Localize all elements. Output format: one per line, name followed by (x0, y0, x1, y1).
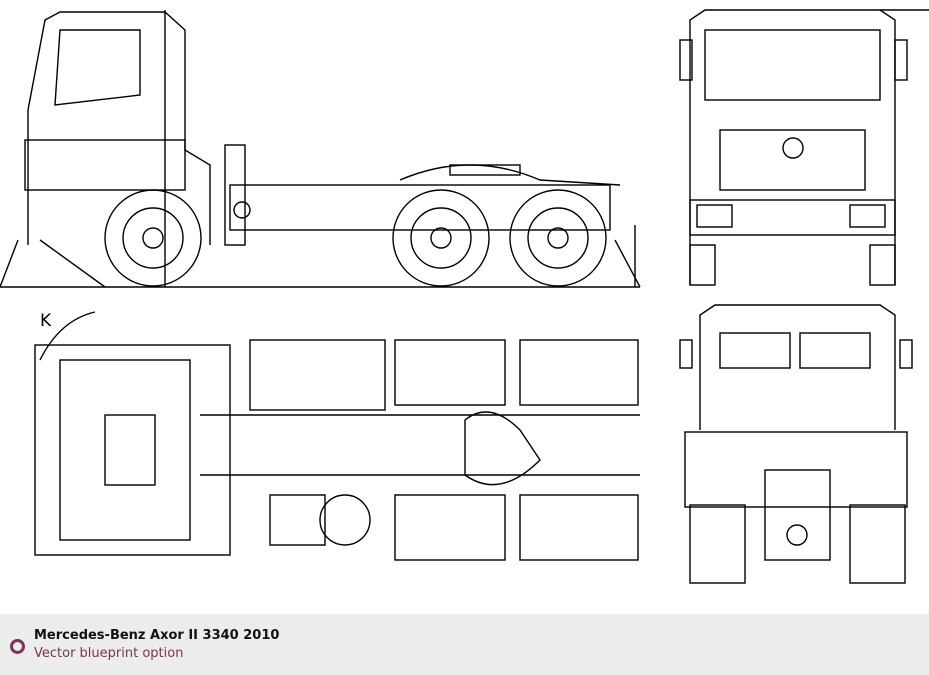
wheel (509, 189, 607, 287)
caption-bar: Mercedes-Benz Axor II 3340 2010 Vector b… (0, 614, 929, 675)
wheel (392, 189, 490, 287)
side-view (0, 10, 641, 288)
front-view (679, 9, 929, 286)
dimension-label-k: K (40, 311, 52, 331)
bullet-ring-icon (10, 639, 25, 654)
caption-title: Mercedes-Benz Axor II 3340 2010 (34, 628, 280, 643)
truck-blueprint: K (0, 9, 929, 584)
top-view: K (34, 311, 640, 561)
wheel (104, 189, 202, 287)
rear-view (679, 304, 913, 584)
caption-subtitle: Vector blueprint option (34, 646, 184, 661)
